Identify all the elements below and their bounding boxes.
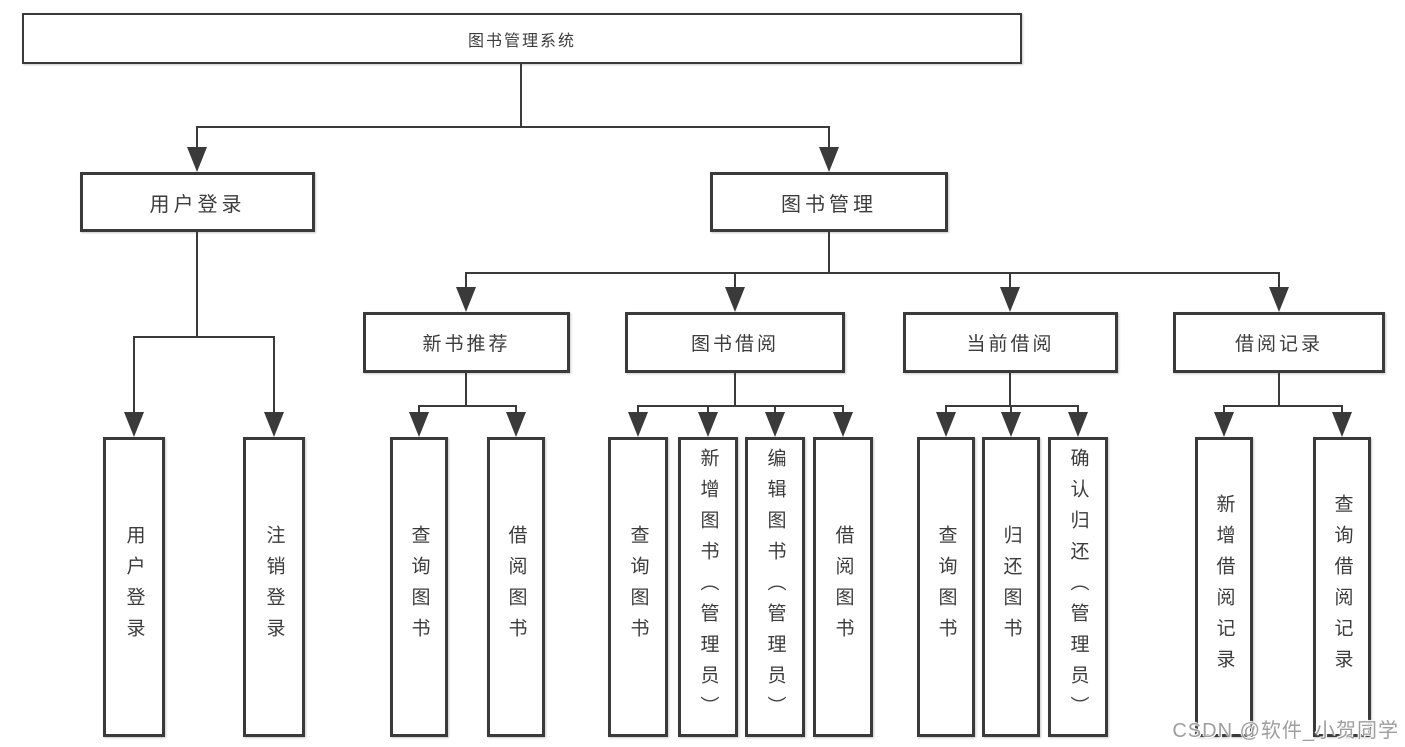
connector-stem-borrow-records: [1278, 272, 1280, 292]
connector-stem-current-borrow: [1009, 272, 1011, 292]
leaf-rec-borrow-books: 借阅图书: [487, 437, 545, 737]
arrow-down-icon: [936, 412, 956, 437]
connector-level1-bus: [196, 126, 830, 128]
connector-stem-leaf-logout: [273, 336, 275, 416]
connector-stem: [637, 405, 639, 417]
csdn-watermark: CSDN @软件_小贺同学: [1172, 720, 1399, 742]
connector-rec-drop: [465, 373, 467, 407]
connector-stem: [1223, 405, 1225, 417]
connector-stem-book-borrow: [734, 272, 736, 292]
arrow-down-icon: [1269, 287, 1289, 312]
arrow-down-icon: [1214, 412, 1234, 437]
connector-stem-new-book-rec: [465, 272, 467, 292]
node-book-borrowing: 图书借阅: [625, 312, 845, 373]
arrow-down-icon: [819, 147, 839, 172]
connector-br-bus: [1223, 405, 1343, 407]
connector-stem: [945, 405, 947, 417]
connector-book-mgmt-drop: [828, 232, 830, 274]
connector-br-drop: [1278, 373, 1280, 407]
arrow-down-icon: [1068, 412, 1088, 437]
connector-user-login-bus: [133, 336, 275, 338]
connector-level2-bus: [465, 272, 1280, 274]
connector-bb-drop: [734, 373, 736, 407]
connector-stem: [1077, 405, 1079, 417]
node-book-management-system: 图书管理系统: [22, 13, 1022, 64]
arrow-down-icon: [765, 412, 785, 437]
connector-stem: [515, 405, 517, 417]
leaf-bb-query-books: 查询图书: [608, 437, 668, 737]
connector-stem: [1341, 405, 1343, 417]
leaf-cb-return-books: 归还图书: [982, 437, 1040, 737]
connector-root-drop: [520, 64, 522, 128]
node-borrowing-records: 借阅记录: [1173, 312, 1385, 373]
arrow-down-icon: [124, 412, 144, 437]
arrow-down-icon: [409, 412, 429, 437]
leaf-rec-query-books: 查询图书: [390, 437, 448, 737]
leaf-user-login: 用户登录: [103, 437, 165, 737]
leaf-logout: 注销登录: [243, 437, 305, 737]
leaf-br-query-record: 查询借阅记录: [1313, 437, 1371, 737]
node-user-login: 用户登录: [80, 172, 315, 232]
arrow-down-icon: [506, 412, 526, 437]
arrow-down-icon: [456, 287, 476, 312]
connector-stem: [774, 405, 776, 417]
arrow-down-icon: [833, 412, 853, 437]
connector-stem-user-login: [196, 126, 198, 152]
leaf-br-add-record: 新增借阅记录: [1195, 437, 1253, 737]
leaf-bb-borrow-books: 借阅图书: [813, 437, 873, 737]
connector-bb-bus: [637, 405, 844, 407]
leaf-cb-confirm-return-admin: 确认归还（管理员）: [1048, 437, 1108, 737]
connector-cb-bus: [945, 405, 1079, 407]
arrow-down-icon: [264, 412, 284, 437]
node-current-borrowing: 当前借阅: [903, 312, 1118, 373]
arrow-down-icon: [1000, 287, 1020, 312]
connector-stem-leaf-user-login: [133, 336, 135, 416]
node-new-book-recommendation: 新书推荐: [363, 312, 570, 373]
leaf-bb-add-books-admin: 新增图书（管理员）: [678, 437, 738, 737]
connector-cb-drop: [1009, 373, 1011, 407]
arrow-down-icon: [698, 412, 718, 437]
connector-rec-bus: [418, 405, 517, 407]
connector-stem: [707, 405, 709, 417]
arrow-down-icon: [628, 412, 648, 437]
connector-stem: [1010, 405, 1012, 417]
connector-stem: [842, 405, 844, 417]
connector-stem: [418, 405, 420, 417]
connector-user-login-drop: [196, 232, 198, 338]
arrow-down-icon: [1001, 412, 1021, 437]
connector-stem-book-mgmt: [828, 126, 830, 152]
node-book-management: 图书管理: [710, 172, 948, 232]
arrow-down-icon: [725, 287, 745, 312]
arrow-down-icon: [1332, 412, 1352, 437]
arrow-down-icon: [187, 147, 207, 172]
leaf-bb-edit-books-admin: 编辑图书（管理员）: [745, 437, 805, 737]
leaf-cb-query-books: 查询图书: [917, 437, 975, 737]
